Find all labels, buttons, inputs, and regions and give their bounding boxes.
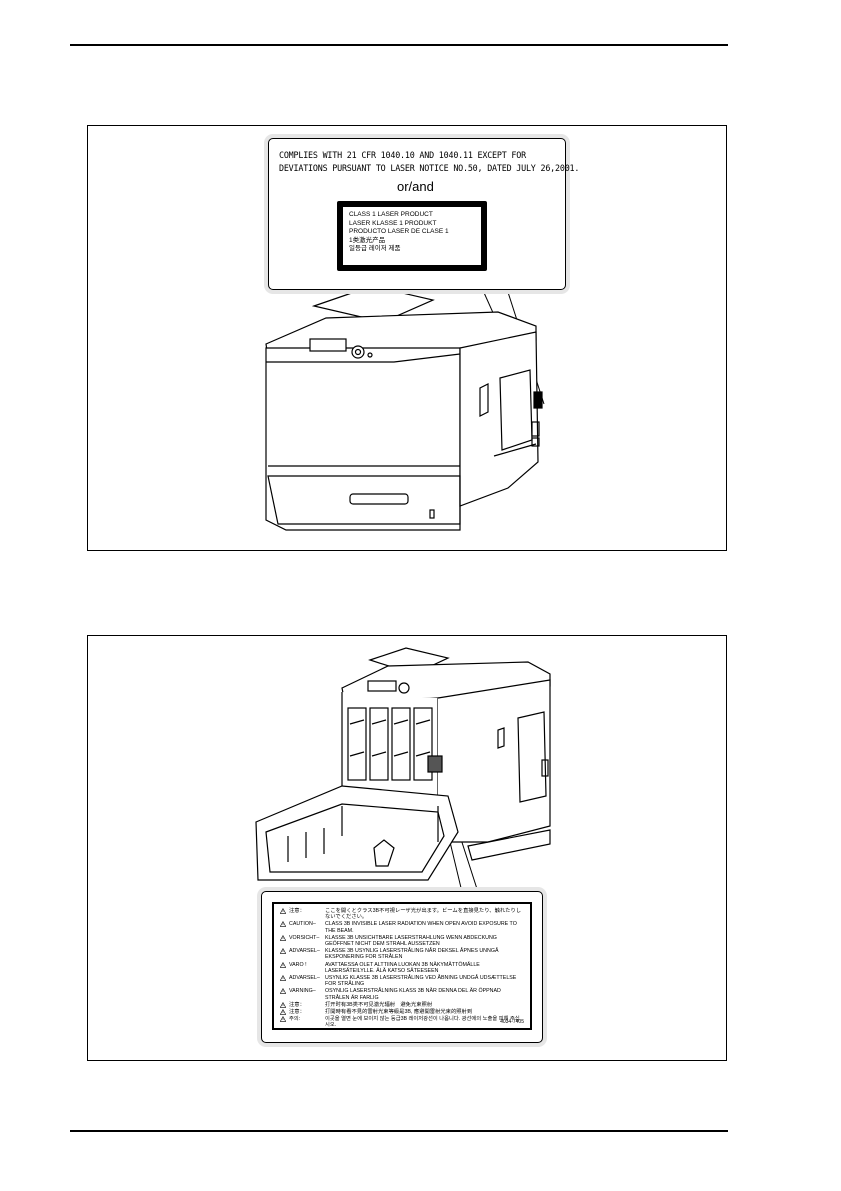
or-and-text: or/and — [397, 179, 434, 194]
compliance-line-1: COMPLIES WITH 21 CFR 1040.10 AND 1040.11… — [279, 150, 526, 160]
footer-rule — [70, 1130, 728, 1132]
warning-row: 注意： ここを開くとクラス3B不可視レーザ光が出ます。ビームを直接見たり、触れた… — [280, 908, 524, 920]
warning-key: CAUTION– — [289, 921, 316, 928]
warning-text: AVATTAESSA OLET ALTTIINA LUOKAN 3B NÄKYM… — [325, 961, 480, 974]
warning-key: ADVARSEL– — [289, 975, 320, 982]
warning-key: VARO ! — [289, 961, 307, 968]
warning-row: VARO ! AVATTAESSA OLET ALTTIINA LUOKAN 3… — [280, 961, 524, 974]
label-callout: COMPLIES WITH 21 CFR 1040.10 AND 1040.11… — [268, 138, 580, 290]
warning-text: 打開時有看不見的雷射光束等級是3B, 應避開雷射光束的照射到 — [325, 1009, 473, 1016]
warning-triangle-icon — [280, 975, 286, 981]
warning-key: 注意： — [289, 908, 305, 914]
printer-open-door-illustration — [255, 647, 551, 881]
class1-laser-label: CLASS 1 LASER PRODUCT LASER KLASSE 1 PRO… — [337, 201, 487, 271]
warning-row: ADVARSEL– KLASSE 3B USYNLIG LASERSTRÅLIN… — [280, 948, 524, 960]
warning-triangle-icon — [280, 908, 286, 914]
warning-text: KLASSE 3B USYNLIG LASERSTRÅLING NÅR DEKS… — [325, 948, 499, 961]
warning-triangle-icon — [280, 1016, 286, 1022]
warning-text: CLASS 3B INVISIBLE LASER RADIATION WHEN … — [325, 921, 517, 934]
compliance-statement: COMPLIES WITH 21 CFR 1040.10 AND 1040.11… — [279, 149, 580, 175]
warning-triangle-icon — [280, 1009, 286, 1015]
compliance-line-2: DEVIATIONS PURSUANT TO LASER NOTICE NO.5… — [279, 163, 580, 173]
warning-key: 주의: — [289, 1016, 301, 1023]
warning-row: ADVARSEL– USYNLIG KLASSE 3B LASERSTRÅLIN… — [280, 975, 524, 987]
warning-triangle-icon — [280, 948, 286, 954]
warning-triangle-icon — [280, 934, 286, 941]
warning-text: OSYNLIG LASERSTRÅLNING KLASS 3B NÄR DENN… — [325, 988, 501, 1001]
warning-key: 注意： — [289, 1009, 305, 1016]
warning-text: ここを開くとクラス3B不可視レーザ光が出ます。ビームを直接見たり、触れたりしない… — [325, 908, 522, 921]
class-label-line: 1类激光产品 — [349, 236, 386, 244]
warning-text: KLASSE 3B UNSICHTBARE LASERSTRAHLUNG WEN… — [325, 934, 497, 948]
label-code: 4034-7405 — [500, 1018, 524, 1025]
warning-triangle-icon — [280, 921, 286, 928]
warning-triangle-icon — [280, 961, 286, 968]
figure-laser-warning-location: 注意： ここを開くとクラス3B不可視レーザ光が出ます。ビームを直接見たり、触れた… — [87, 635, 727, 1061]
warning-row: 注意： 打开时有3B类不可见激光辐射 避免光束照射 — [280, 1001, 524, 1008]
warning-key: VARNING– — [289, 988, 316, 995]
class-label-line: 일등급 레이저 제품 — [349, 245, 401, 252]
warning-text: 이곳을 열면 눈에 보이지 않는 등급3B 레이저광선이 나옵니다. 광선에의 … — [325, 1016, 520, 1029]
laser-warning-label: 注意： ここを開くとクラス3B不可視レーザ光が出ます。ビームを直接見たり、触れた… — [272, 902, 532, 1030]
warning-key: VORSICHT– — [289, 934, 320, 941]
class-label-line: PRODUCTO LASER DE CLASE 1 — [349, 228, 449, 235]
warning-row: VORSICHT– KLASSE 3B UNSICHTBARE LASERSTR… — [280, 934, 524, 948]
warning-key: 注意： — [289, 1001, 305, 1008]
warning-row: 주의: 이곳을 열면 눈에 보이지 않는 등급3B 레이저광선이 나옵니다. 광… — [280, 1016, 524, 1028]
warning-row: VARNING– OSYNLIG LASERSTRÅLNING KLASS 3B… — [280, 988, 524, 1001]
warning-triangle-icon — [280, 1001, 286, 1008]
warning-callout: 注意： ここを開くとクラス3B不可視レーザ光が出ます。ビームを直接見たり、触れた… — [261, 891, 543, 1043]
warning-text: USYNLIG KLASSE 3B LASERSTRÅLING VED ÅBNI… — [325, 975, 517, 988]
warning-row: CAUTION– CLASS 3B INVISIBLE LASER RADIAT… — [280, 921, 524, 934]
warning-key: ADVARSEL– — [289, 948, 320, 955]
printer-illustration — [265, 285, 543, 531]
class-label-line: CLASS 1 LASER PRODUCT — [349, 211, 433, 218]
warning-triangle-icon — [280, 988, 286, 995]
warning-text: 打开时有3B类不可见激光辐射 避免光束照射 — [325, 1001, 433, 1008]
warning-row: 注意： 打開時有看不見的雷射光束等級是3B, 應避開雷射光束的照射到 — [280, 1009, 524, 1015]
header-rule — [70, 44, 728, 46]
class-label-line: LASER KLASSE 1 PRODUKT — [349, 219, 437, 227]
figure-laser-label-location: COMPLIES WITH 21 CFR 1040.10 AND 1040.11… — [87, 125, 727, 551]
